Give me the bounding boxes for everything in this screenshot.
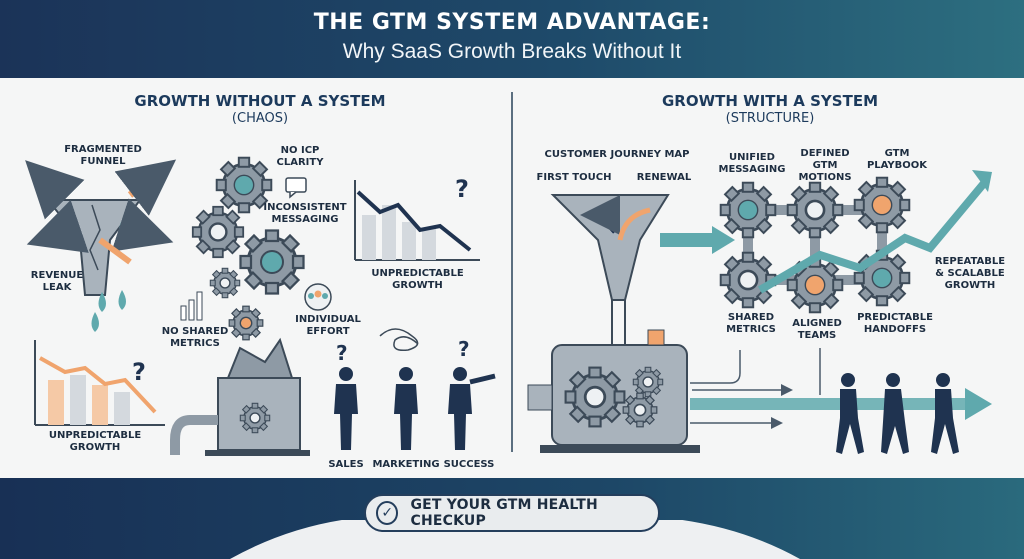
structured-funnel-icon <box>550 194 735 345</box>
label-fragmented-funnel: FRAGMENTED FUNNEL <box>64 144 142 167</box>
declining-chart-bottom <box>34 340 165 426</box>
panel-divider <box>511 92 513 452</box>
label-shared-metrics: SHARED METRICS <box>726 312 776 335</box>
header-banner: THE GTM SYSTEM ADVANTAGE: Why SaaS Growt… <box>0 0 1024 78</box>
label-no-shared-metrics: NO SHARED METRICS <box>161 326 229 349</box>
svg-text:?: ? <box>458 337 470 361</box>
broken-machine-icon <box>170 337 310 456</box>
label-unpredictable-growth-top: UNPREDICTABLE GROWTH <box>371 268 464 291</box>
label-inconsistent-messaging: INCONSISTENT MESSAGING <box>263 202 347 225</box>
cta-label: GET YOUR GTM HEALTH CHECKUP <box>410 497 598 529</box>
question-mark-bottom: ? <box>132 358 146 386</box>
label-marketing: MARKETING <box>372 459 440 470</box>
structured-machine-icon <box>527 329 700 453</box>
question-mark-top: ? <box>455 175 469 203</box>
label-success: SUCCESS <box>443 459 495 470</box>
page-subtitle: Why SaaS Growth Breaks Without It <box>342 40 682 63</box>
left-section-title: GROWTH WITHOUT A SYSTEM <box>134 92 386 110</box>
footer-wave-shape <box>230 520 800 559</box>
label-revenue-leak: REVENUE LEAK <box>30 270 84 293</box>
label-unified-messaging: UNIFIED MESSAGING <box>718 152 786 175</box>
label-individual-effort: INDIVIDUAL EFFORT <box>295 314 361 337</box>
fragmented-funnel-icon <box>25 159 177 332</box>
growth-arrow-icon <box>757 170 992 294</box>
message-icon <box>285 177 307 199</box>
label-gtm-playbook: GTM PLAYBOOK <box>866 148 928 171</box>
declining-chart-top <box>354 180 480 261</box>
label-customer-journey-map: CUSTOMER JOURNEY MAP <box>544 149 690 160</box>
gtm-health-checkup-button[interactable]: ✓ GET YOUR GTM HEALTH CHECKUP <box>364 494 660 532</box>
team-icon <box>304 283 332 311</box>
right-section-title: GROWTH WITH A SYSTEM <box>661 92 878 110</box>
walking-team-icon <box>836 373 959 454</box>
label-no-icp-clarity: NO ICP CLARITY <box>276 145 324 168</box>
label-defined-gtm-motions: DEFINED GTM MOTIONS <box>798 148 852 183</box>
check-icon: ✓ <box>376 501 399 525</box>
label-unpredictable-growth-bottom: UNPREDICTABLE GROWTH <box>48 430 142 453</box>
confused-people-icon: ? ? <box>334 328 496 450</box>
chaos-gears <box>191 156 305 341</box>
label-repeatable-scalable-growth: REPEATABLE & SCALABLE GROWTH <box>934 256 1006 291</box>
label-aligned-teams: ALIGNED TEAMS <box>792 318 842 341</box>
label-renewal: RENEWAL <box>636 172 692 183</box>
label-first-touch: FIRST TOUCH <box>536 172 612 183</box>
label-predictable-handoffs: PREDICTABLE HANDOFFS <box>857 312 933 335</box>
page-title: THE GTM SYSTEM ADVANTAGE: <box>313 10 711 35</box>
label-sales: SALES <box>328 459 364 470</box>
svg-text:?: ? <box>336 341 348 365</box>
structured-gears <box>719 176 911 314</box>
right-section-subtitle: (STRUCTURE) <box>725 111 815 126</box>
left-section-subtitle: (CHAOS) <box>231 111 289 126</box>
bar-chart-icon <box>180 291 203 321</box>
